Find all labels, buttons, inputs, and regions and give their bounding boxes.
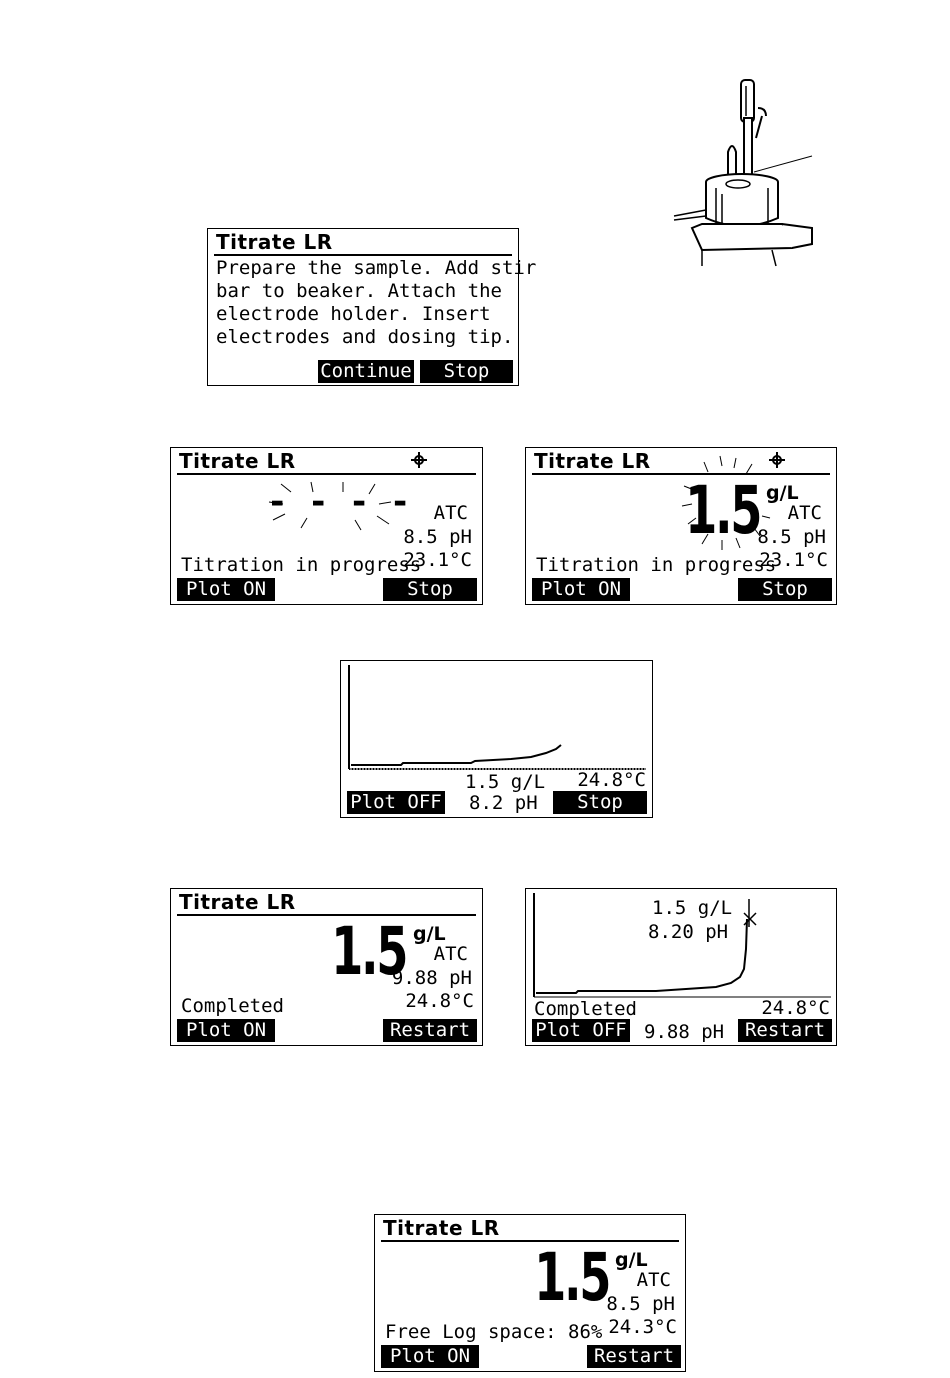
stop-button[interactable]: Stop bbox=[420, 360, 513, 383]
endpoint-ph: 8.20 pH bbox=[648, 921, 729, 943]
temperature-value: 23.1°C bbox=[403, 549, 472, 571]
restart-button[interactable]: Restart bbox=[587, 1345, 681, 1368]
message-line-2: bar to beaker. Attach the bbox=[216, 280, 502, 302]
temperature-value: 24.8°C bbox=[405, 990, 474, 1012]
atc-label: ATC bbox=[636, 1269, 671, 1291]
plot-on-button[interactable]: Plot ON bbox=[177, 1019, 275, 1042]
unit-label: g/L bbox=[766, 482, 799, 504]
free-log-space-screen: Titrate LR 1.5 g/L ATC 8.5 pH Free Log s… bbox=[374, 1214, 686, 1372]
title-divider bbox=[214, 254, 512, 256]
title-divider bbox=[177, 473, 476, 475]
plot-off-button[interactable]: Plot OFF bbox=[347, 791, 445, 814]
stop-button[interactable]: Stop bbox=[383, 578, 477, 601]
stop-button[interactable]: Stop bbox=[738, 578, 832, 601]
stirrer-icon bbox=[411, 452, 427, 468]
title-divider bbox=[381, 1240, 679, 1242]
temperature-value: 24.3°C bbox=[608, 1316, 677, 1338]
stop-button[interactable]: Stop bbox=[553, 791, 647, 814]
screen-title: Titrate LR bbox=[216, 230, 333, 254]
reading-value: 1.5 bbox=[533, 1239, 611, 1316]
screen-title: Titrate LR bbox=[179, 890, 296, 914]
continue-button[interactable]: Continue bbox=[318, 360, 414, 383]
unit-label: g/L bbox=[615, 1249, 648, 1271]
reading-value: 1.5 bbox=[330, 913, 408, 990]
status-text: Completed bbox=[534, 998, 637, 1020]
plot-on-button[interactable]: Plot ON bbox=[177, 578, 275, 601]
atc-label: ATC bbox=[433, 943, 468, 965]
titration-reading-screen: Titrate LR 1.5 g/L ATC 8.5 pH Titration … bbox=[525, 447, 837, 605]
status-text: Titration in progress bbox=[181, 554, 422, 576]
temperature-value: 24.8°C bbox=[577, 769, 646, 791]
status-text: Titration in progress bbox=[536, 554, 777, 576]
endpoint-concentration: 1.5 g/L bbox=[652, 897, 733, 919]
atc-label: ATC bbox=[787, 502, 822, 524]
title-divider bbox=[177, 914, 476, 916]
titration-curve-plot bbox=[348, 665, 646, 770]
ph-value: 9.88 pH bbox=[644, 1021, 725, 1043]
blinking-rays bbox=[681, 455, 771, 550]
blinking-rays bbox=[268, 481, 392, 531]
ph-value: 8.5 pH bbox=[757, 526, 826, 548]
titration-completed-plot-screen: 1.5 g/L 8.20 pH Completed 24.8°C 9.88 pH… bbox=[525, 888, 837, 1046]
screen-title: Titrate LR bbox=[383, 1216, 500, 1240]
titration-curve-plot bbox=[533, 893, 831, 998]
plot-on-button[interactable]: Plot ON bbox=[532, 578, 630, 601]
screen-title: Titrate LR bbox=[534, 449, 651, 473]
titration-waiting-screen: Titrate LR - - - - ATC 8.5 pH Titration … bbox=[170, 447, 483, 605]
unit-label: g/L bbox=[413, 923, 446, 945]
status-text: Completed bbox=[181, 995, 284, 1017]
titration-curve bbox=[536, 918, 748, 994]
message-line-3: electrode holder. Insert bbox=[216, 303, 491, 325]
ph-value: 9.88 pH bbox=[391, 967, 472, 989]
concentration-value: 1.5 g/L bbox=[465, 771, 546, 793]
title-divider bbox=[532, 473, 830, 475]
stirrer-icon bbox=[769, 452, 785, 468]
ph-value: 8.5 pH bbox=[606, 1293, 675, 1315]
plot-on-button[interactable]: Plot ON bbox=[381, 1345, 479, 1368]
titration-completed-screen: Titrate LR 1.5 g/L ATC 9.88 pH Completed… bbox=[170, 888, 483, 1046]
ph-value: 8.2 pH bbox=[469, 792, 538, 814]
screen-title: Titrate LR bbox=[179, 449, 296, 473]
restart-button[interactable]: Restart bbox=[383, 1019, 477, 1042]
electrode-holder-illustration bbox=[673, 79, 813, 267]
message-line-4: electrodes and dosing tip. bbox=[216, 326, 514, 348]
reading-value: 1.5 bbox=[684, 472, 762, 549]
plot-off-button[interactable]: Plot OFF bbox=[532, 1019, 630, 1042]
restart-button[interactable]: Restart bbox=[738, 1019, 832, 1042]
message-line-1: Prepare the sample. Add stir bbox=[216, 257, 537, 279]
status-text: Free Log space: 86% bbox=[385, 1321, 603, 1343]
titration-curve bbox=[351, 744, 562, 766]
ph-value: 8.5 pH bbox=[403, 526, 472, 548]
temperature-value: 24.8°C bbox=[761, 997, 830, 1019]
prepare-sample-screen: Titrate LR Prepare the sample. Add stir … bbox=[207, 228, 536, 386]
reading-dashes: - - - - bbox=[267, 482, 411, 522]
endpoint-marker bbox=[743, 912, 757, 926]
atc-label: ATC bbox=[433, 502, 468, 524]
titration-plot-screen: 1.5 g/L 24.8°C 8.2 pH Plot OFF Stop bbox=[340, 660, 653, 818]
temperature-value: 23.1°C bbox=[759, 549, 828, 571]
